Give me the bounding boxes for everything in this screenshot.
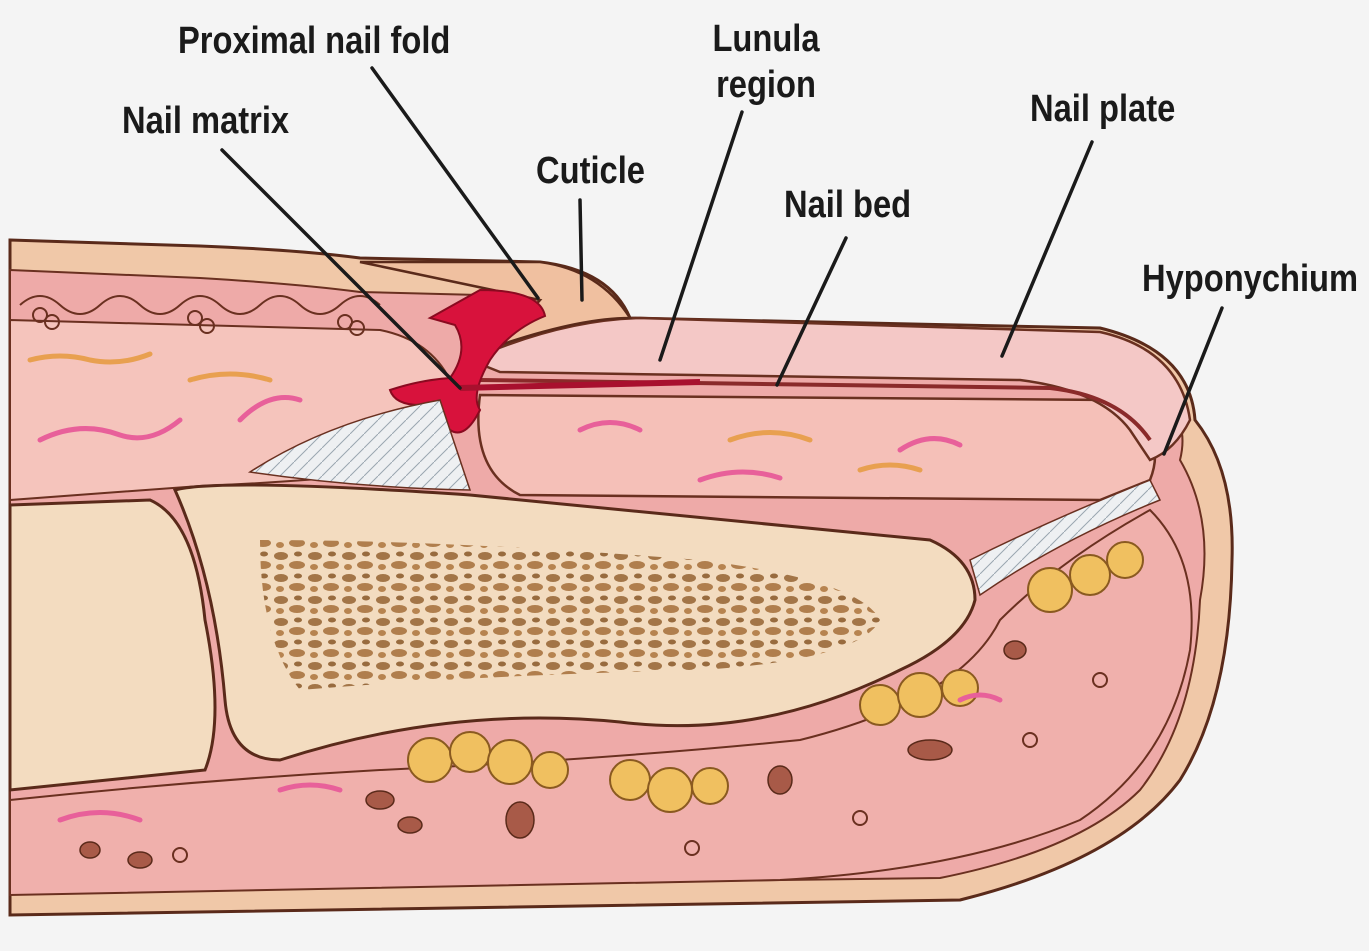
label-nail-bed: Nail bed <box>784 182 911 228</box>
label-nail-matrix: Nail matrix <box>122 98 289 144</box>
label-proximal-nail-fold: Proximal nail fold <box>178 18 450 64</box>
label-cuticle: Cuticle <box>536 148 645 194</box>
label-lunula-line1: Lunula <box>689 16 844 62</box>
nail-bed-tissue <box>478 395 1155 500</box>
label-lunula-region: Lunula region <box>689 16 844 108</box>
label-hyponychium: Hyponychium <box>1142 256 1358 302</box>
leader-cuticle <box>580 200 582 300</box>
middle-phalanx <box>10 500 215 790</box>
leader-nail-plate <box>1002 142 1092 356</box>
label-lunula-line2: region <box>689 62 844 108</box>
label-nail-plate: Nail plate <box>1030 86 1175 132</box>
